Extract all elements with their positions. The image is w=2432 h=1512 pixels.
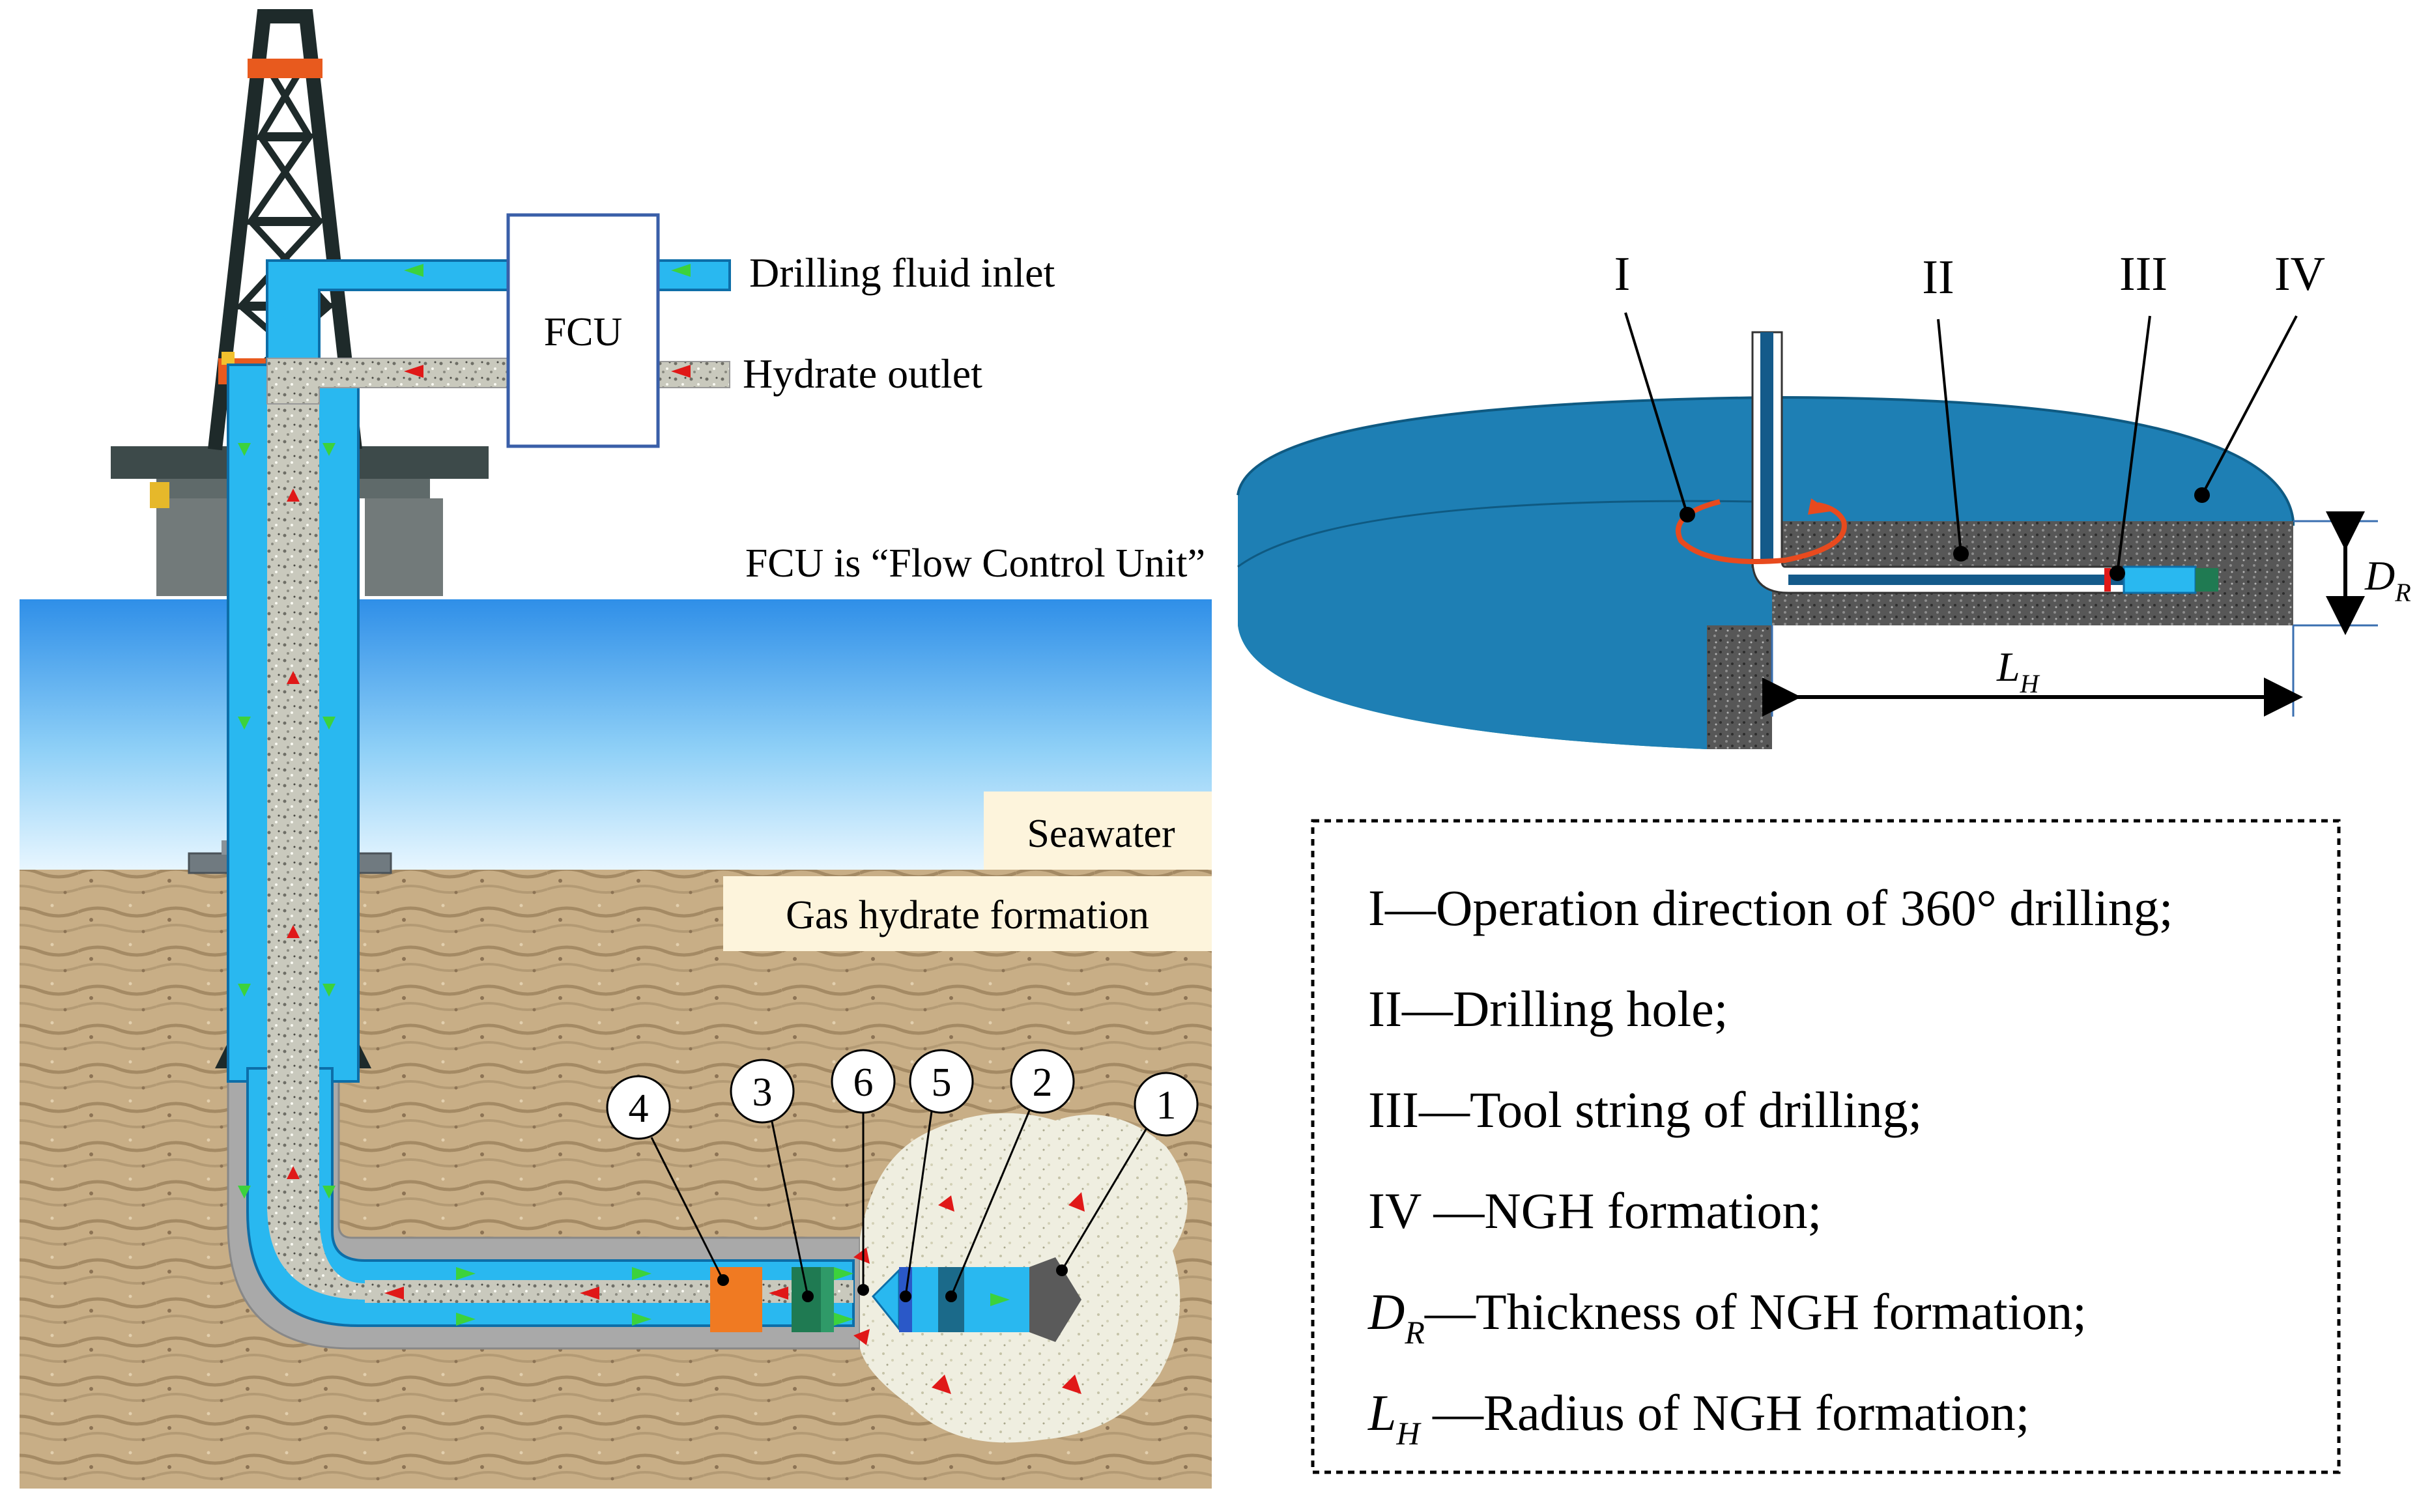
legend-item-3: III—Tool string of drilling; — [1368, 1081, 1922, 1138]
tool-string — [2123, 565, 2197, 594]
right-diagram: I II III IV DR LH — [1237, 248, 2411, 749]
fcu-label: FCU — [544, 310, 623, 354]
marker-IV: IV — [2274, 248, 2325, 301]
tool-part-4 — [710, 1267, 762, 1332]
legend-item-4: IV —NGH formation; — [1368, 1182, 1822, 1239]
callout-4: 4 — [606, 1075, 724, 1281]
lh-label: LH — [1996, 644, 2040, 698]
hydrate-return-vertical — [267, 391, 319, 1212]
flow-arrows — [238, 264, 1085, 1394]
legend-item-2: II—Drilling hole; — [1368, 980, 1728, 1037]
legend-item-6: LH —Radius of NGH formation; — [1367, 1384, 2029, 1451]
fcu-box — [506, 213, 660, 448]
legend-box — [1311, 819, 2341, 1474]
left-diagram: FCU Drilling fluid inlet Hydrate outlet … — [20, 8, 1212, 1489]
svg-text:3: 3 — [752, 1070, 773, 1115]
outlet-label: Hydrate outlet — [743, 350, 982, 397]
legend-item-5: DR—Thickness of NGH formation; — [1367, 1283, 2087, 1350]
drill-bit — [1029, 1257, 1081, 1342]
formation-label: Gas hydrate formation — [786, 893, 1149, 937]
callout-1: 1 — [1061, 1072, 1199, 1271]
svg-text:4: 4 — [629, 1087, 649, 1131]
inlet-label: Drilling fluid inlet — [749, 250, 1055, 296]
drill-pipe-bend — [246, 1067, 855, 1327]
marker-I: I — [1614, 248, 1631, 301]
callout-2: 2 — [950, 1049, 1075, 1297]
callout-6: 6 — [831, 1049, 896, 1290]
callout-5: 5 — [904, 1049, 974, 1297]
outlet-pipe-right — [657, 361, 730, 388]
inlet-pipe-right — [657, 259, 731, 291]
svg-text:5: 5 — [932, 1061, 952, 1105]
svg-text:2: 2 — [1033, 1061, 1053, 1105]
legend-item-1: I—Operation direction of 360° drilling; — [1368, 879, 2173, 936]
svg-text:6: 6 — [853, 1061, 874, 1105]
outlet-pipe — [266, 358, 509, 405]
rotation-arrow — [1676, 499, 1847, 564]
legend: I—Operation direction of 360° drilling; … — [1311, 819, 2341, 1474]
marker-III: III — [2119, 248, 2167, 301]
fcu-note: FCU is “Flow Control Unit” — [745, 541, 1205, 586]
seawater-label: Seawater — [1027, 812, 1175, 856]
marker-II: II — [1922, 251, 1954, 304]
dr-label: DR — [2364, 552, 2411, 607]
svg-text:1: 1 — [1156, 1083, 1177, 1128]
callouts: 4 3 6 5 2 — [606, 1049, 1199, 1302]
callout-3: 3 — [730, 1059, 809, 1297]
